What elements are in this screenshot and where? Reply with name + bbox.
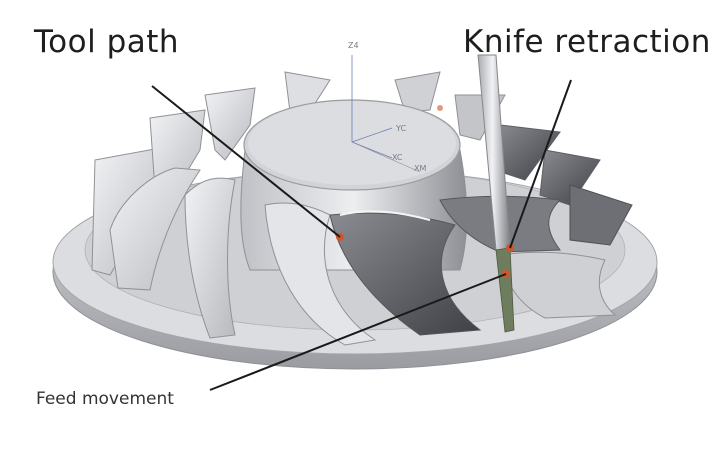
knife-retraction-label: Knife retraction [463,24,711,60]
axis-z-label: Z4 [348,41,359,50]
tool-path-label: Tool path [34,24,180,60]
axis-y-label: YC [395,124,406,133]
feed-movement-leader [209,273,507,391]
tool-path-leader [151,85,341,238]
feed-movement-label: Feed movement [36,389,174,409]
axis-xm-label: XM [414,164,426,173]
leader-lines [151,79,572,391]
knife-retraction-leader [509,79,572,249]
axis-triad: Z4 YC XC XM [348,41,443,173]
impeller-blades-front [109,167,617,346]
cutting-tool [477,54,515,333]
axis-x-label: XC [392,153,403,162]
